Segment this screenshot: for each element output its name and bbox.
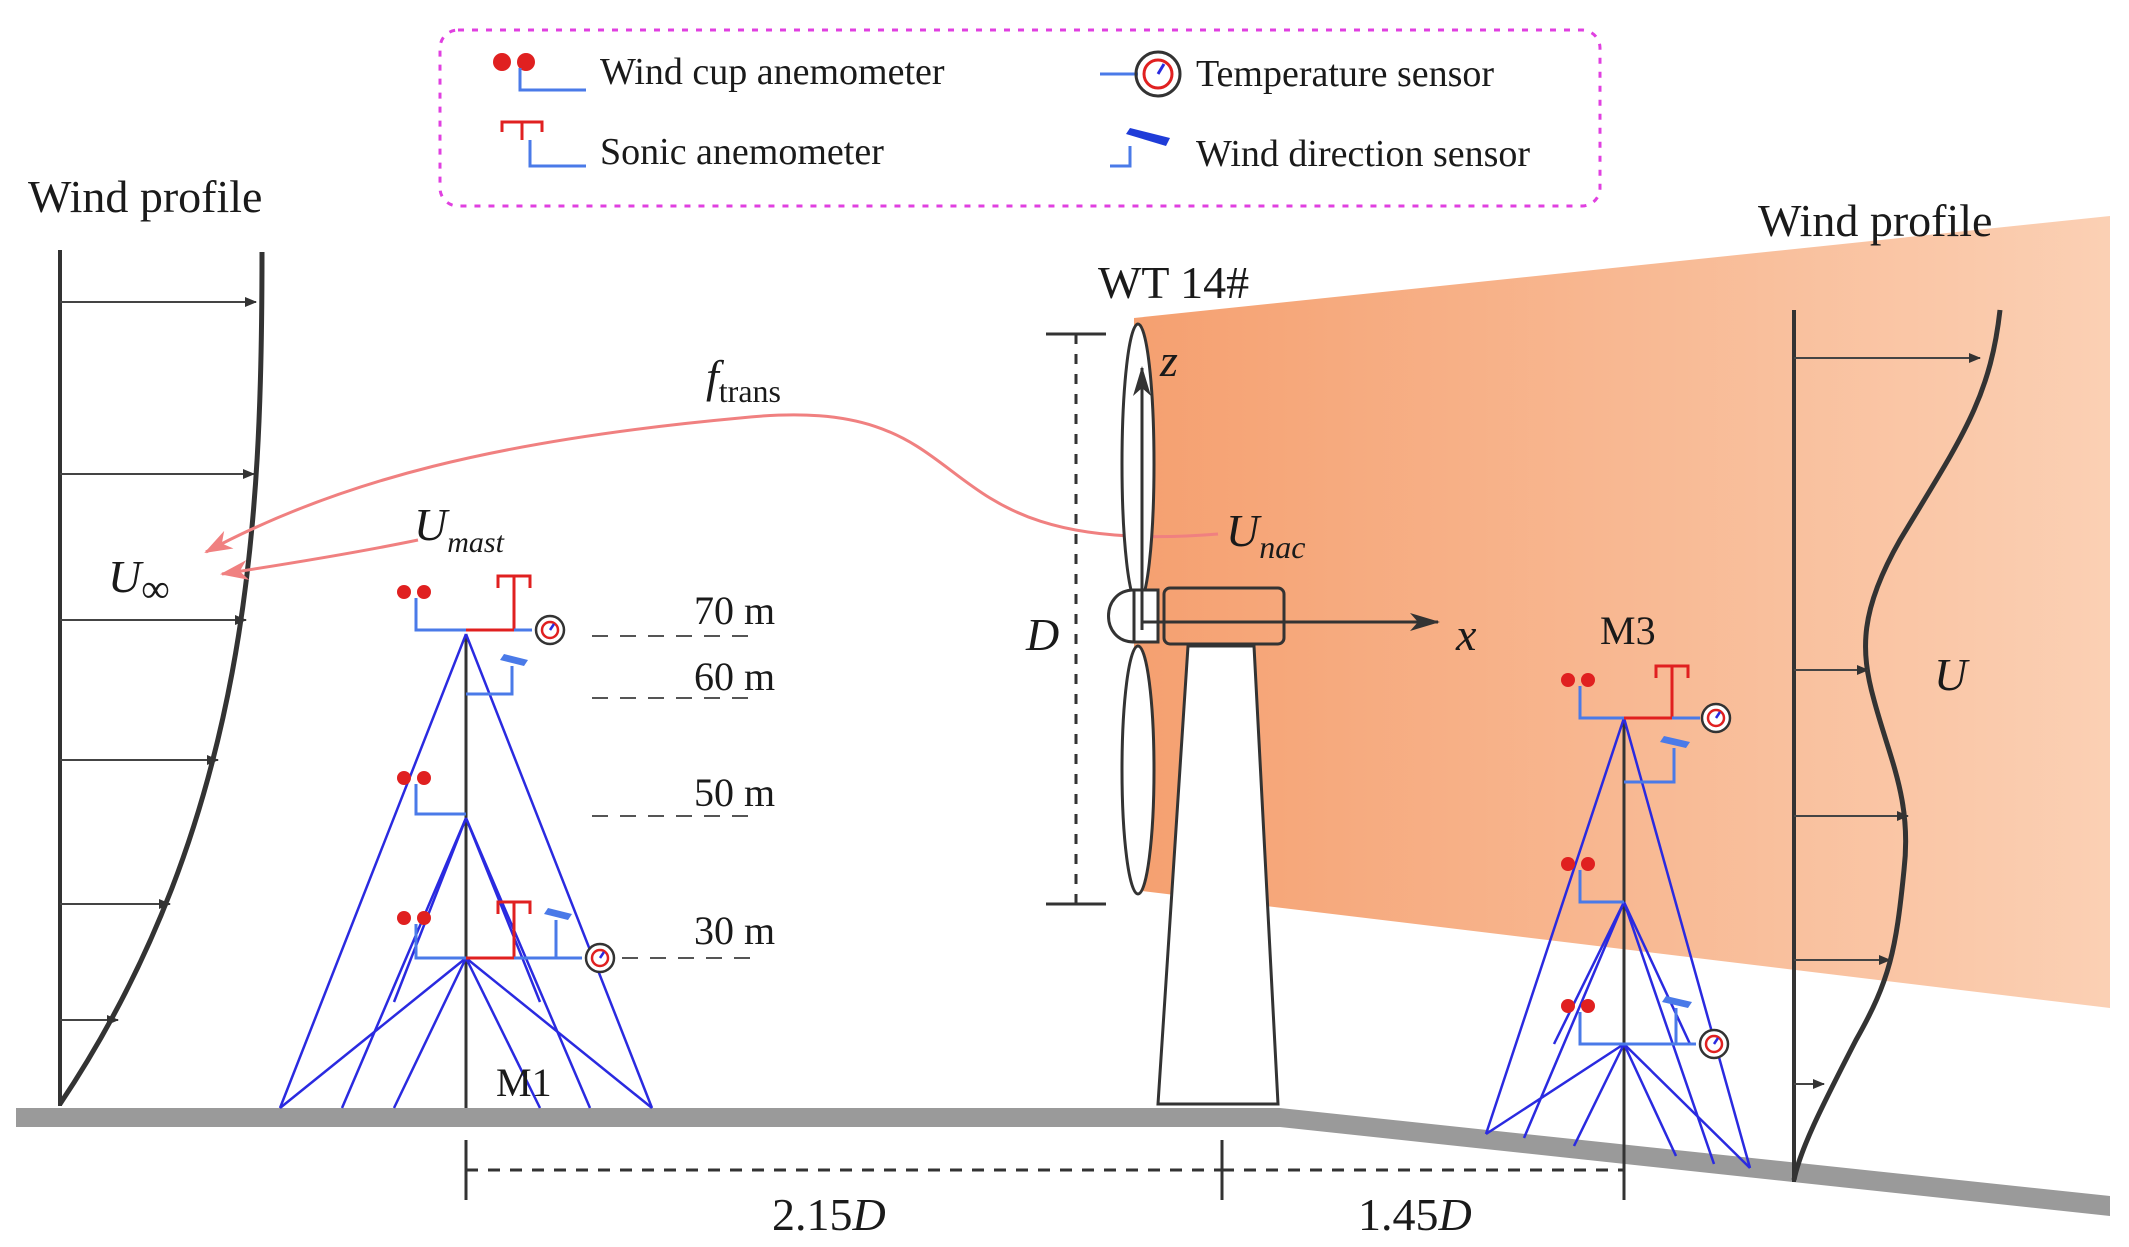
nacelle-transfer-arrow [204,413,1219,554]
wake-u-label: U [1934,649,1970,700]
distance-dimensions: 2.15D 1.45D [464,1140,1626,1240]
turbine-name: WT 14# [1098,257,1249,308]
m1-50m-sensors [397,771,466,816]
wake-profile-curve [1791,309,2003,1181]
m1-70m-sensors [397,574,566,646]
cup-anemometer-icon [493,53,586,92]
legend-temperature-label: Temperature sensor [1196,53,1494,95]
height-label-50m: 50 m [694,770,775,815]
m3-lower-sensors [1561,996,1730,1060]
sonic-anemometer-icon [500,120,586,168]
u-mast-label: Umast [414,499,505,559]
mast-transfer-arrow [220,538,419,580]
legend-direction-label: Wind direction sensor [1196,133,1530,175]
mast-m1-label: M1 [496,1060,552,1105]
m1-60m-direction-sensor [466,654,528,696]
distance-m1-turbine-label: 2.15D [772,1189,886,1240]
legend-box [438,28,1602,208]
m1-lattice [278,633,654,1109]
m3-lattice [1484,717,1752,1169]
inflow-profile-curve [57,251,265,1106]
wake-profile-title: Wind profile [1758,195,1992,246]
wind-turbine: WT 14# z x D Unac [1025,257,1477,1106]
m3-top-sensors [1561,664,1732,784]
turbine-blade-upper [1120,322,1156,606]
m3-middle-sensors [1561,857,1624,904]
height-label-70m: 70 m [694,588,775,633]
u-infinity-label: U∞ [108,551,170,611]
f-trans-label: ftrans [706,351,781,409]
u-nac-label: Unac [1226,505,1305,565]
mast-m3-label: M3 [1600,608,1656,653]
rotor-diameter-dimension [1046,332,1106,906]
ground-slope [1280,1108,2110,1216]
m1-height-lines [592,635,760,959]
z-axis-label: z [1159,335,1178,386]
turbine-nacelle [1162,586,1286,646]
turbine-blade-lower [1120,644,1156,896]
inflow-profile-title: Wind profile [28,171,262,222]
x-axis-label: x [1455,609,1477,660]
ground [16,1108,2110,1216]
diameter-label: D [1025,609,1059,660]
mast-m3: M3 [1484,608,1752,1184]
turbine-hub [1107,588,1135,644]
legend-cup-label: Wind cup anemometer [600,51,945,93]
distance-turbine-m3-label: 1.45D [1358,1189,1472,1240]
mast-m1: 70 m 60 m 50 m 30 m M1 [278,574,775,1109]
wake-wind-profile: Wind profile U [1758,195,2003,1182]
m1-30m-sensors [397,900,616,974]
turbine-nacelle-connector [1132,588,1160,644]
inflow-wind-profile: Wind profile U∞ [28,171,265,1106]
height-label-30m: 30 m [694,908,775,953]
ground-flat [16,1108,1280,1127]
turbine-tower [1156,644,1280,1106]
height-label-60m: 60 m [694,654,775,699]
wake-region [1134,216,2110,1008]
temperature-sensor-icon [1100,50,1182,98]
legend-sonic-label: Sonic anemometer [600,131,884,173]
legend: Wind cup anemometer Sonic anemometer Tem… [438,28,1602,208]
wind-direction-sensor-icon [1110,128,1170,168]
transfer-function-arrows: ftrans Umast [204,351,1219,580]
